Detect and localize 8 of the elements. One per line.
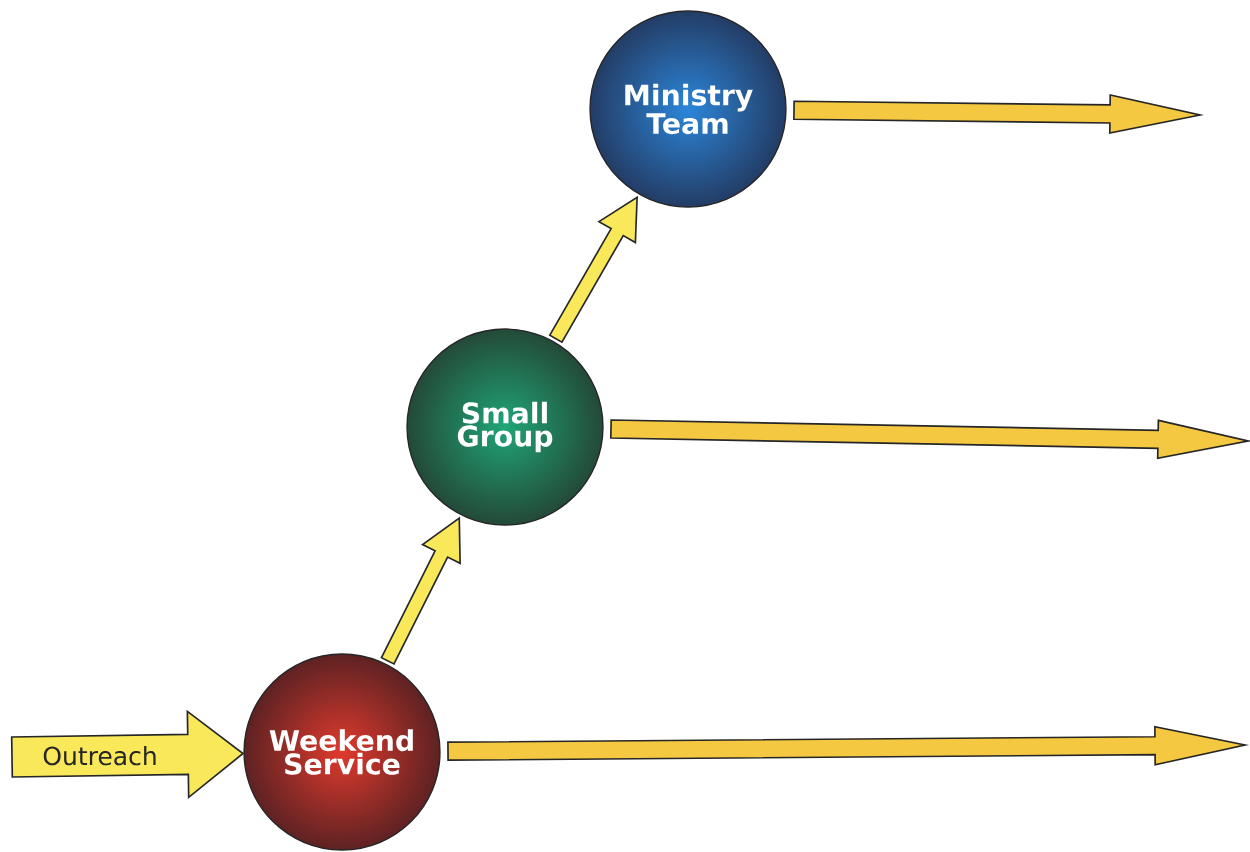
circle-node: Weekend Service bbox=[243, 653, 441, 851]
block-arrow bbox=[793, 93, 1205, 134]
block-arrow bbox=[447, 725, 1250, 766]
block-arrow bbox=[10, 709, 245, 800]
circle-node: Small Group bbox=[406, 328, 604, 526]
edge-label: Outreach bbox=[43, 746, 156, 766]
circle-node: Ministry Team bbox=[589, 10, 787, 208]
block-arrow bbox=[609, 419, 1250, 460]
